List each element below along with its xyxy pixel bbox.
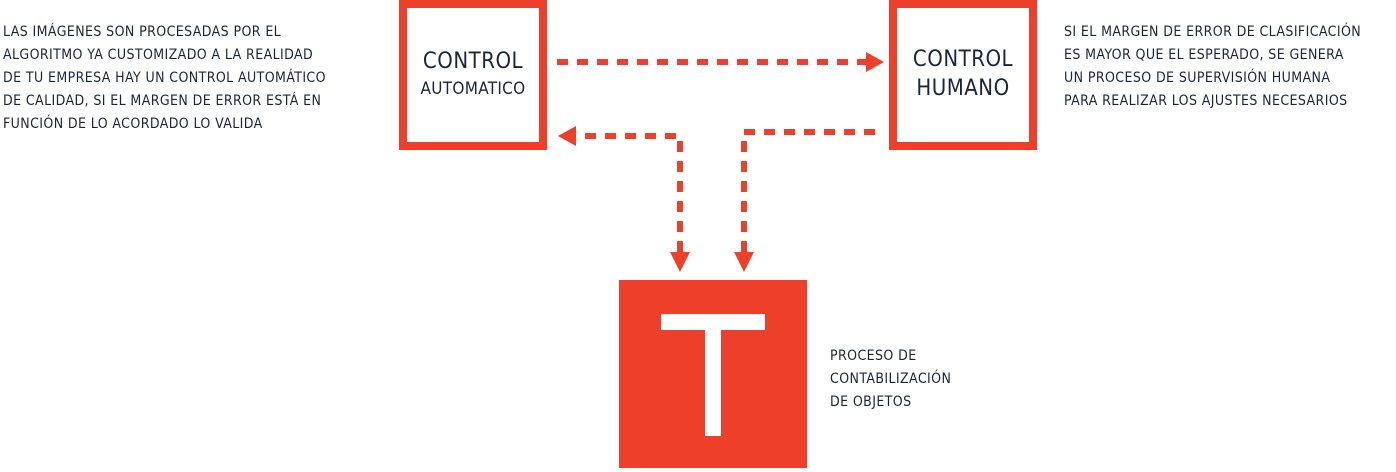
arrowhead-right-icon	[866, 52, 884, 72]
arrowhead-down-icon	[670, 252, 690, 272]
connector-process-to-auto	[576, 133, 683, 252]
counting-process-description: PROCESO DE CONTABILIZACIÓN DE OBJETOS	[830, 348, 952, 410]
arrowhead-left-icon	[558, 126, 576, 146]
human-control-subtitle: HUMANO	[916, 76, 1010, 101]
counting-process-block	[619, 280, 807, 468]
human-control-box: CONTROL HUMANO	[889, 0, 1037, 150]
arrowhead-down-icon	[734, 252, 754, 272]
connector-human-to-process	[741, 129, 875, 252]
automatic-control-box: CONTROL AUTOMATICO	[399, 0, 547, 150]
automatic-control-title: CONTROL	[422, 49, 524, 74]
automatic-control-subtitle: AUTOMATICO	[420, 79, 526, 99]
t-logo-icon	[661, 314, 765, 436]
human-control-description: SI EL MARGEN DE ERROR DE CLASIFICACIÓN E…	[1064, 24, 1362, 109]
automatic-control-description: LAS IMÁGENES SON PROCESADAS POR EL ALGOR…	[3, 24, 326, 132]
human-control-title: CONTROL	[912, 47, 1014, 72]
